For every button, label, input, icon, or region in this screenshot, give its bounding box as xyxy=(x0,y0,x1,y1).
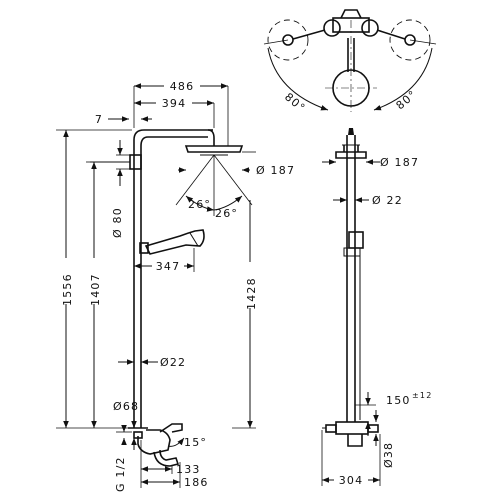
dim-1556: 1556 xyxy=(56,129,132,429)
dim-7: 7 xyxy=(95,113,152,126)
dim-label-486: 486 xyxy=(170,80,195,93)
dim-304: 304 xyxy=(321,430,381,487)
front-view xyxy=(90,129,244,467)
dim-22-front: Ø22 xyxy=(118,356,186,369)
dim-label-80: Ø 80 xyxy=(111,207,124,238)
dim-g12: G 1/2 xyxy=(114,425,132,492)
dim-label-g12: G 1/2 xyxy=(114,456,127,492)
dim-label-186: 186 xyxy=(184,476,209,489)
dim-label-187-left: Ø 187 xyxy=(256,164,295,177)
mixer-lever xyxy=(159,423,183,433)
dim-22-side: Ø 22 xyxy=(333,194,403,207)
dim-187-left: Ø 187 xyxy=(178,164,295,177)
dim-label-80-left: 80° xyxy=(282,90,308,115)
dim-label-80-right: 80° xyxy=(394,87,420,112)
dim-15deg: 15° xyxy=(167,436,207,449)
dim-label-22-side: Ø 22 xyxy=(372,194,403,207)
dim-label-304: 304 xyxy=(339,474,364,487)
dim-label-68: Ø68 xyxy=(113,400,139,413)
dim-label-26-right: 26° xyxy=(215,207,238,220)
dim-label-7: 7 xyxy=(95,113,103,126)
wall-bracket xyxy=(129,154,142,170)
dim-347: 347 xyxy=(133,248,195,273)
dim-38: Ø38 xyxy=(373,410,395,468)
dim-80: Ø 80 xyxy=(111,140,130,238)
shower-arm-top xyxy=(133,129,208,141)
dim-187-right: Ø 187 xyxy=(322,156,419,169)
thermostat-side xyxy=(335,421,369,435)
spout-side xyxy=(347,434,363,447)
dim-label-150-tolerance: ±12 xyxy=(412,391,432,400)
dim-label-26-left: 26° xyxy=(188,198,211,211)
thermostat-body xyxy=(137,429,171,455)
dim-label-394: 394 xyxy=(162,97,187,110)
bath-spout xyxy=(153,449,180,467)
dim-label-38: Ø38 xyxy=(382,442,395,468)
dim-label-133: 133 xyxy=(176,463,201,476)
dim-label-150: 150 xyxy=(386,394,411,407)
hand-shower-holder-side xyxy=(348,231,364,249)
dim-68: Ø68 xyxy=(113,400,139,450)
shower-arm-bottom xyxy=(140,136,208,147)
dim-label-347: 347 xyxy=(156,260,181,273)
overhead-shower-head-side xyxy=(335,151,367,159)
dim-label-1428: 1428 xyxy=(245,277,258,310)
overhead-shower-head xyxy=(184,145,244,153)
dim-1428: 1428 xyxy=(232,151,258,429)
dim-1407: 1407 xyxy=(86,161,102,428)
shower-arm-drop xyxy=(207,129,215,146)
side-view xyxy=(322,128,379,447)
dim-label-22-front: Ø22 xyxy=(160,356,186,369)
dim-486: 486 xyxy=(133,79,229,146)
dim-label-1556: 1556 xyxy=(61,273,74,306)
dim-label-15: 15° xyxy=(184,436,207,449)
dim-label-1407: 1407 xyxy=(89,273,102,306)
dim-394: 394 xyxy=(134,96,215,128)
plan-view: 80° 80° xyxy=(263,9,437,115)
hand-shower-holder xyxy=(139,242,149,254)
dim-label-187-right: Ø 187 xyxy=(380,156,419,169)
plan-valve-body xyxy=(332,17,370,33)
spray-angles: 26° 26° xyxy=(175,154,253,220)
hand-shower xyxy=(144,229,205,255)
dim-150: 150 ±12 xyxy=(355,391,432,436)
dim-186: 186 xyxy=(141,462,209,489)
